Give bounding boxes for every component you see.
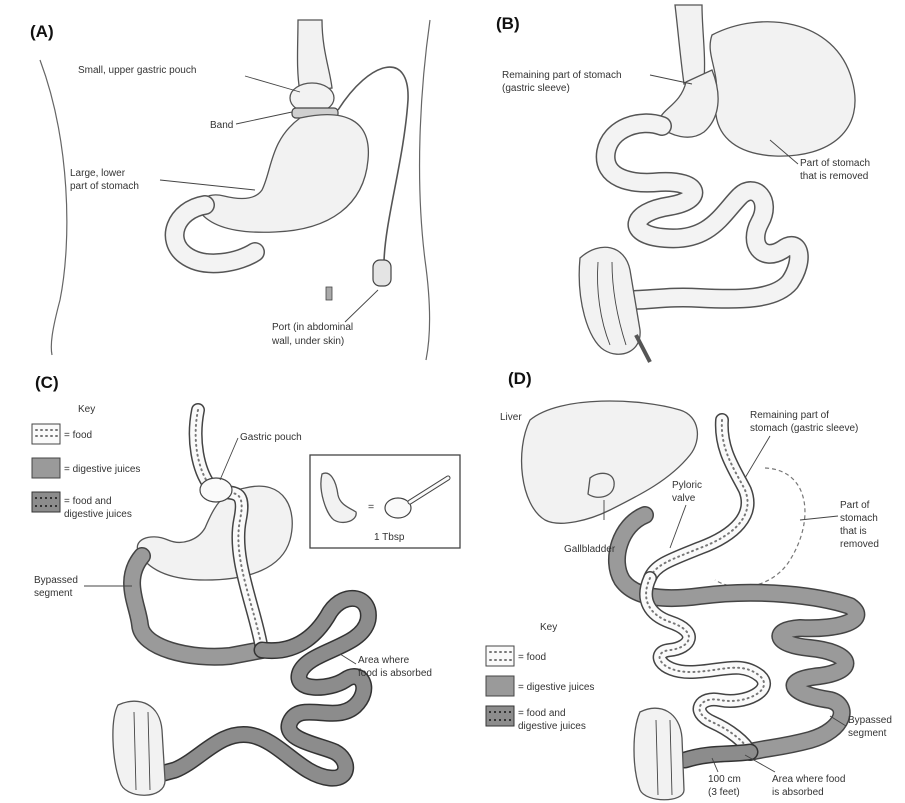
label-absorbed-d-1: Area where food (772, 774, 845, 785)
panel-a-letter: (A) (30, 22, 54, 41)
panel-b-letter: (B) (496, 14, 520, 33)
key-mix-d-2: digestive juices (518, 721, 586, 732)
label-removed-d-3: that is (840, 526, 867, 537)
body-outline-right (420, 20, 430, 360)
panel-d-letter: (D) (508, 369, 532, 388)
label-pouch-a: Small, upper gastric pouch (78, 65, 196, 76)
label-absorbed-c-1: Area where (358, 655, 410, 666)
colon-d (634, 708, 684, 800)
label-remaining-d-1: Remaining part of (750, 410, 829, 421)
label-liver: Liver (500, 412, 522, 423)
label-lower-a-1: Large, lower (70, 168, 126, 179)
removed-stomach-b (710, 22, 855, 156)
body-outline-left (40, 60, 67, 355)
tbsp-label: 1 Tbsp (374, 532, 405, 543)
label-length-2: (3 feet) (708, 787, 740, 798)
gastric-pouch-c (200, 478, 232, 502)
label-removed-d-1: Part of (840, 500, 870, 511)
key-title-d: Key (540, 622, 557, 633)
label-remaining-b-2: (gastric sleeve) (502, 83, 570, 94)
key-title-c: Key (78, 404, 95, 415)
panel-b: (B) Remaining part of stomach (gastric s… (496, 5, 870, 362)
key-swatch-juices-d (486, 676, 514, 696)
colon-c (113, 701, 165, 795)
key-swatch-juices-c (32, 458, 60, 478)
key-swatch-mix-d (486, 706, 514, 726)
key-food-c: = food (64, 430, 92, 441)
key-swatch-mix-c (32, 492, 60, 512)
label-gastric-pouch-c: Gastric pouch (240, 432, 302, 443)
label-removed-b-1: Part of stomach (800, 158, 870, 169)
key-food-d: = food (518, 652, 546, 663)
label-removed-b-2: that is removed (800, 171, 868, 182)
port (373, 260, 391, 286)
label-bypassed-c-1: Bypassed (34, 575, 78, 586)
port-connector-icon (326, 287, 332, 300)
label-bypassed-d-2: segment (848, 728, 887, 739)
label-removed-d-4: removed (840, 539, 879, 550)
label-port-1: Port (in abdominal (272, 322, 353, 333)
esophagus-a (298, 20, 333, 92)
key-swatch-food-c (32, 424, 60, 444)
gallbladder-d (588, 473, 614, 497)
lower-stomach-a (199, 115, 368, 233)
key-swatch-food-d (486, 646, 514, 666)
label-absorbed-c-2: food is absorbed (358, 668, 432, 679)
panel-d: (D) Key = food = digestive juices (486, 369, 892, 800)
key-mix-c-2: digestive juices (64, 509, 132, 520)
panel-a: (A) Small, upper gastric pouch Band Larg… (30, 20, 430, 360)
label-pyloric-1: Pyloric (672, 480, 702, 491)
key-mix-c-1: = food and (64, 496, 112, 507)
label-gallbladder: Gallbladder (564, 544, 616, 555)
appendix-b (636, 335, 650, 362)
label-port-2: wall, under skin) (271, 336, 344, 347)
label-bypassed-c-2: segment (34, 588, 73, 599)
colon-b (579, 247, 640, 354)
liver-d (522, 401, 698, 523)
key-juices-d: = digestive juices (518, 682, 594, 693)
key-juices-c: = digestive juices (64, 464, 140, 475)
key-mix-d-1: = food and (518, 708, 566, 719)
label-lower-a-2: part of stomach (70, 181, 139, 192)
label-remaining-b-1: Remaining part of stomach (502, 70, 622, 81)
label-length-1: 100 cm (708, 774, 741, 785)
label-band: Band (210, 120, 233, 131)
label-absorbed-d-2: is absorbed (772, 787, 824, 798)
label-pyloric-2: valve (672, 493, 696, 504)
label-remaining-d-2: stomach (gastric sleeve) (750, 423, 858, 434)
equals-sign: = (368, 501, 374, 513)
panel-c: (C) Key = food = digestive juices = food… (32, 373, 460, 795)
esophagus-b (675, 5, 705, 84)
label-bypassed-d-1: Bypassed (848, 715, 892, 726)
panel-c-letter: (C) (35, 373, 59, 392)
label-removed-d-2: stomach (840, 513, 878, 524)
tablespoon-icon (385, 498, 411, 518)
